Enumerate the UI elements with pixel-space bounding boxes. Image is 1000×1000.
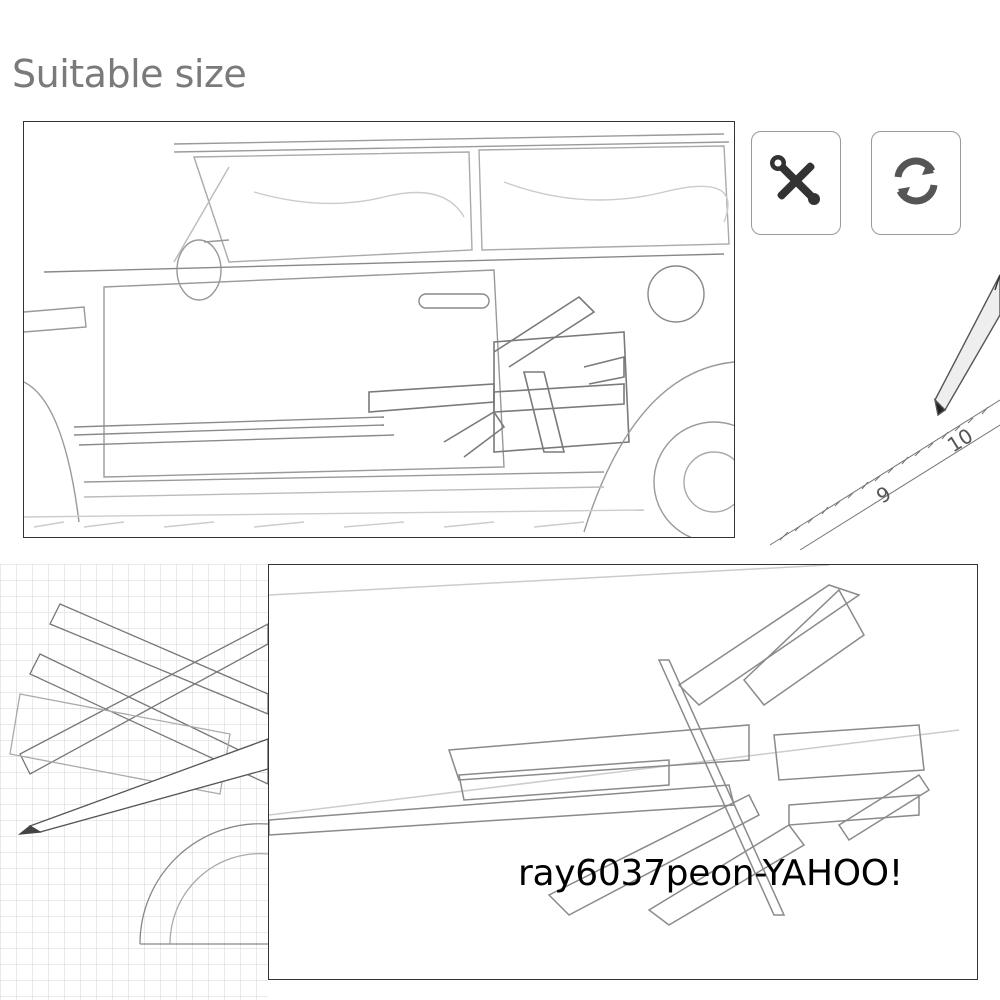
car-side-image: [23, 121, 735, 538]
watermark-text: ray6037peon-YAHOO!: [518, 853, 903, 894]
pencil-ruler-illustration: 10 9: [740, 260, 1000, 550]
drafting-tools-illustration: [0, 564, 268, 1000]
refresh-box: [871, 131, 961, 235]
tools-box: [751, 131, 841, 235]
decal-closeup-image: [268, 564, 978, 980]
wrench-screwdriver-icon: [768, 153, 824, 214]
page-title: Suitable size: [12, 52, 247, 96]
ruler-number-10: 10: [943, 423, 977, 457]
refresh-icon: [888, 153, 944, 214]
ruler-number-9: 9: [872, 481, 896, 508]
